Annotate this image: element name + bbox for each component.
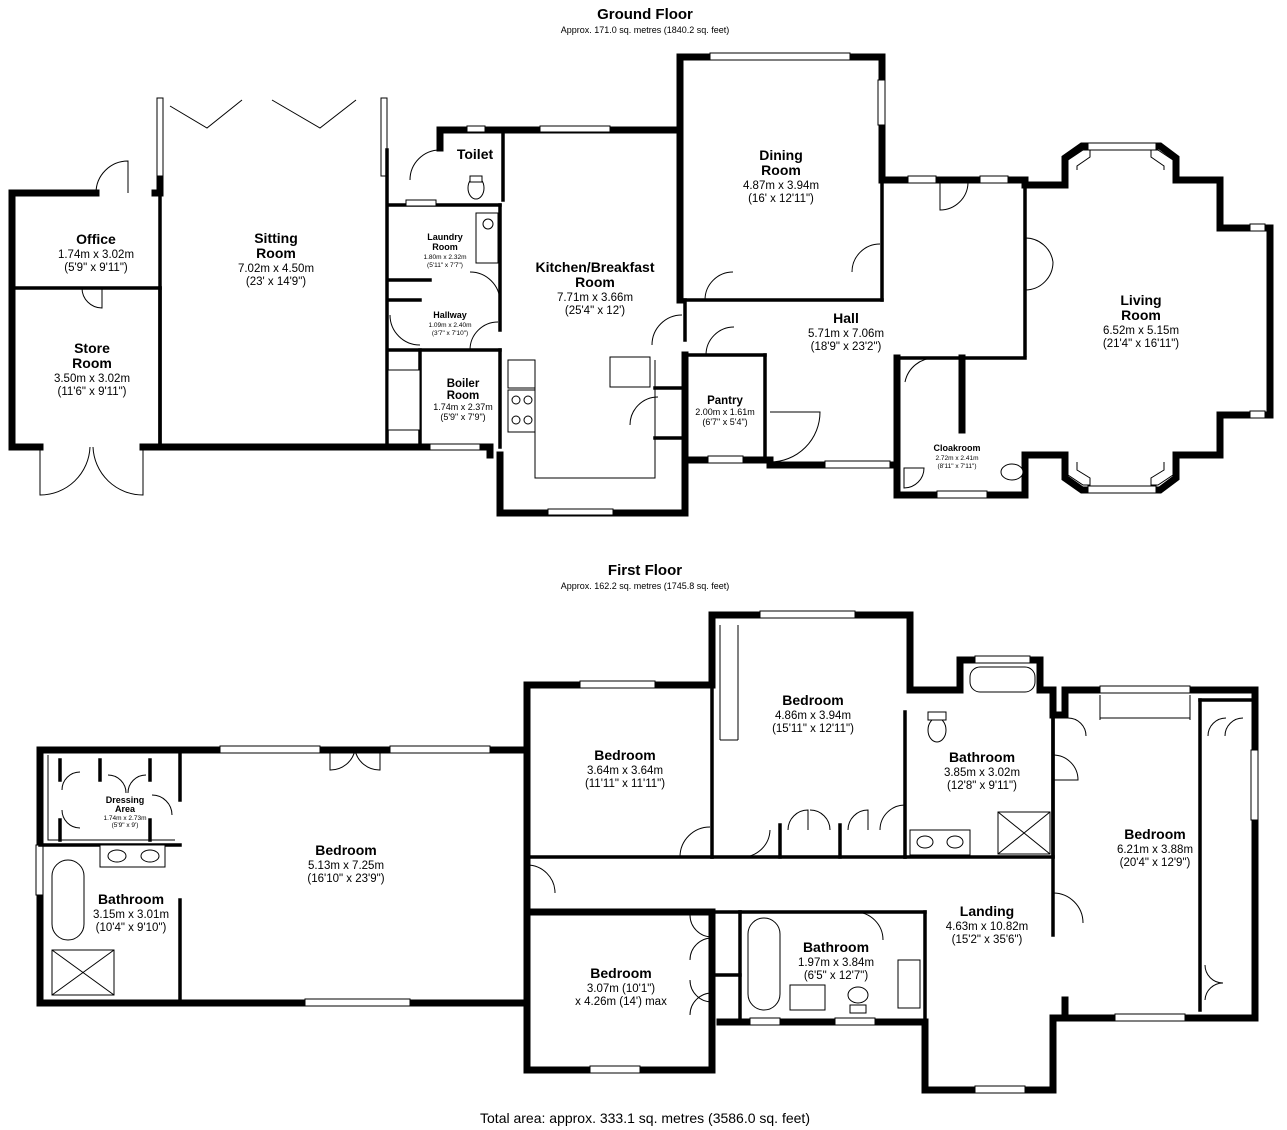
- landing-label: Landing: [960, 903, 1014, 919]
- bedroom-3-imperial: (15'11" x 12'11"): [772, 723, 854, 735]
- bedroom-1-label: Bedroom: [315, 842, 376, 858]
- bedroom-4-dims: 6.21m x 3.88m: [1117, 844, 1193, 856]
- pantry-imperial: (6'7" x 5'4"): [702, 417, 747, 427]
- dining-room-label-1: Dining: [759, 147, 803, 163]
- bathroom-2-imperial: (12'8" x 9'11"): [947, 780, 1017, 792]
- bathroom-2-walls: [903, 655, 1055, 859]
- living-room-label-1: Living: [1120, 292, 1161, 308]
- pantry-dims: 2.00m x 1.61m: [695, 407, 755, 417]
- dressing-area-label-2: Area: [115, 804, 136, 814]
- living-room-walls: [1021, 142, 1274, 494]
- bathroom-3-dims: 1.97m x 3.84m: [798, 957, 874, 969]
- hall-imperial: (18'9" x 23'2"): [811, 341, 882, 353]
- service-rooms-walls: [387, 125, 509, 451]
- boiler-room-imperial: (5'9" x 7'9"): [440, 412, 485, 422]
- dressing-area-dims: 1.74m x 2.73m: [104, 815, 147, 822]
- store-room-imperial: (11'6" x 9'11"): [57, 386, 126, 398]
- store-room-label-1: Store: [74, 340, 110, 356]
- bedroom-4-label: Bedroom: [1124, 826, 1185, 842]
- ground-floor-plan: Ground Floor Approx. 171.0 sq. metres (1…: [8, 6, 1274, 517]
- office-dims: 1.74m x 3.02m: [58, 249, 134, 261]
- bedroom-2-dims: 3.64m x 3.64m: [587, 765, 663, 777]
- sitting-room-label-1: Sitting: [254, 230, 298, 246]
- landing-imperial: (15'2" x 35'6"): [952, 934, 1023, 946]
- toilet-label: Toilet: [457, 146, 494, 162]
- hall-dims: 5.71m x 7.06m: [808, 328, 884, 340]
- store-room-dims: 3.50m x 3.02m: [54, 373, 130, 385]
- sitting-room-walls: [156, 97, 389, 449]
- store-room-label-2: Room: [72, 355, 112, 371]
- dining-room-dims: 4.87m x 3.94m: [743, 180, 819, 192]
- sitting-room-imperial: (23' x 14'9"): [246, 276, 306, 288]
- hallway-label: Hallway: [433, 310, 467, 320]
- kitchen-dims: 7.71m x 3.66m: [557, 292, 633, 304]
- kitchen-label-2: Room: [575, 274, 615, 290]
- laundry-label-1: Laundry: [427, 232, 463, 242]
- boiler-room-dims: 1.74m x 2.37m: [433, 402, 493, 412]
- first-floor-labels: Dressing Area 1.74m x 2.73m (5'9" x 9') …: [93, 692, 1193, 1008]
- bedroom-1-imperial: (16'10" x 23'9"): [307, 873, 384, 885]
- boiler-room-label-2: Room: [447, 390, 480, 402]
- dining-room-walls: [676, 52, 886, 304]
- dressing-area-imperial: (5'9" x 9'): [112, 822, 139, 829]
- first-floor-area: Approx. 162.2 sq. metres (1745.8 sq. fee…: [561, 581, 730, 591]
- bedroom-2-walls: [523, 680, 716, 859]
- bedroom-5-imperial: x 4.26m (14') max: [575, 996, 667, 1008]
- dining-room-imperial: (16' x 12'11"): [748, 193, 814, 205]
- bedroom-4-imperial: (20'4" x 12'9"): [1120, 857, 1191, 869]
- bedroom-5-label: Bedroom: [590, 965, 651, 981]
- master-suite-walls: [35, 681, 556, 1007]
- bedroom-3-dims: 4.86m x 3.94m: [775, 710, 851, 722]
- bathroom-2-dims: 3.85m x 3.02m: [944, 767, 1020, 779]
- office-imperial: (5'9" x 9'11"): [64, 262, 128, 274]
- bathroom-1-label: Bathroom: [98, 891, 164, 907]
- dining-room-label-2: Room: [761, 162, 801, 178]
- bedroom-5-walls: [523, 908, 742, 1074]
- living-room-label-2: Room: [1121, 307, 1161, 323]
- bedroom-2-imperial: (11'11" x 11'11"): [585, 778, 665, 790]
- bathroom-1-dims: 3.15m x 3.01m: [93, 909, 169, 921]
- ground-floor-area: Approx. 171.0 sq. metres (1840.2 sq. fee…: [561, 25, 730, 35]
- cloakroom-dims: 2.72m x 2.41m: [936, 455, 979, 462]
- kitchen-walls: [496, 125, 689, 517]
- landing-dims: 4.63m x 10.82m: [946, 921, 1028, 933]
- pantry-label: Pantry: [707, 395, 743, 407]
- laundry-imperial: (5'11" x 7'7"): [427, 262, 463, 269]
- hallway-dims: 1.09m x 2.40m: [429, 322, 472, 329]
- bathroom-3-walls: [738, 910, 927, 1026]
- office-label: Office: [76, 231, 116, 247]
- hall-walls: [681, 175, 1054, 499]
- dressing-area-label-1: Dressing: [106, 795, 145, 805]
- ground-floor-title: Ground Floor: [597, 6, 693, 23]
- bedroom-5-dims: 3.07m (10'1"): [587, 983, 655, 995]
- bathroom-2-label: Bathroom: [949, 749, 1015, 765]
- sitting-room-dims: 7.02m x 4.50m: [238, 263, 314, 275]
- kitchen-imperial: (25'4" x 12'): [565, 305, 625, 317]
- bathroom-1-imperial: (10'4" x 9'10"): [96, 922, 167, 934]
- bedroom-3-walls: [708, 610, 1057, 859]
- cloakroom-label: Cloakroom: [933, 443, 980, 453]
- bedroom-4-walls: [1049, 685, 1259, 1022]
- living-room-imperial: (21'4" x 16'11"): [1103, 338, 1179, 350]
- kitchen-label-1: Kitchen/Breakfast: [535, 259, 654, 275]
- cloakroom-imperial: (8'11" x 7'11"): [937, 463, 976, 470]
- bedroom-2-label: Bedroom: [594, 747, 655, 763]
- hallway-imperial: (3'7" x 7'10"): [432, 330, 468, 337]
- laundry-dims: 1.80m x 2.32m: [424, 254, 467, 261]
- living-room-dims: 6.52m x 5.15m: [1103, 325, 1179, 337]
- ground-floor-labels: Office 1.74m x 3.02m (5'9" x 9'11") Sitt…: [54, 146, 1179, 470]
- landing-walls: [716, 1014, 1069, 1094]
- first-floor-title: First Floor: [608, 562, 682, 579]
- bathroom-3-label: Bathroom: [803, 939, 869, 955]
- sitting-room-label-2: Room: [256, 245, 296, 261]
- bedroom-1-dims: 5.13m x 7.25m: [308, 860, 384, 872]
- hall-label: Hall: [833, 310, 859, 326]
- laundry-label-2: Room: [432, 242, 458, 252]
- bedroom-3-label: Bedroom: [782, 692, 843, 708]
- boiler-room-label-1: Boiler: [447, 378, 480, 390]
- total-area: Total area: approx. 333.1 sq. metres (35…: [480, 1110, 810, 1126]
- bathroom-3-imperial: (6'5" x 12'7"): [804, 970, 869, 982]
- first-floor-plan: First Floor Approx. 162.2 sq. metres (17…: [35, 562, 1259, 1094]
